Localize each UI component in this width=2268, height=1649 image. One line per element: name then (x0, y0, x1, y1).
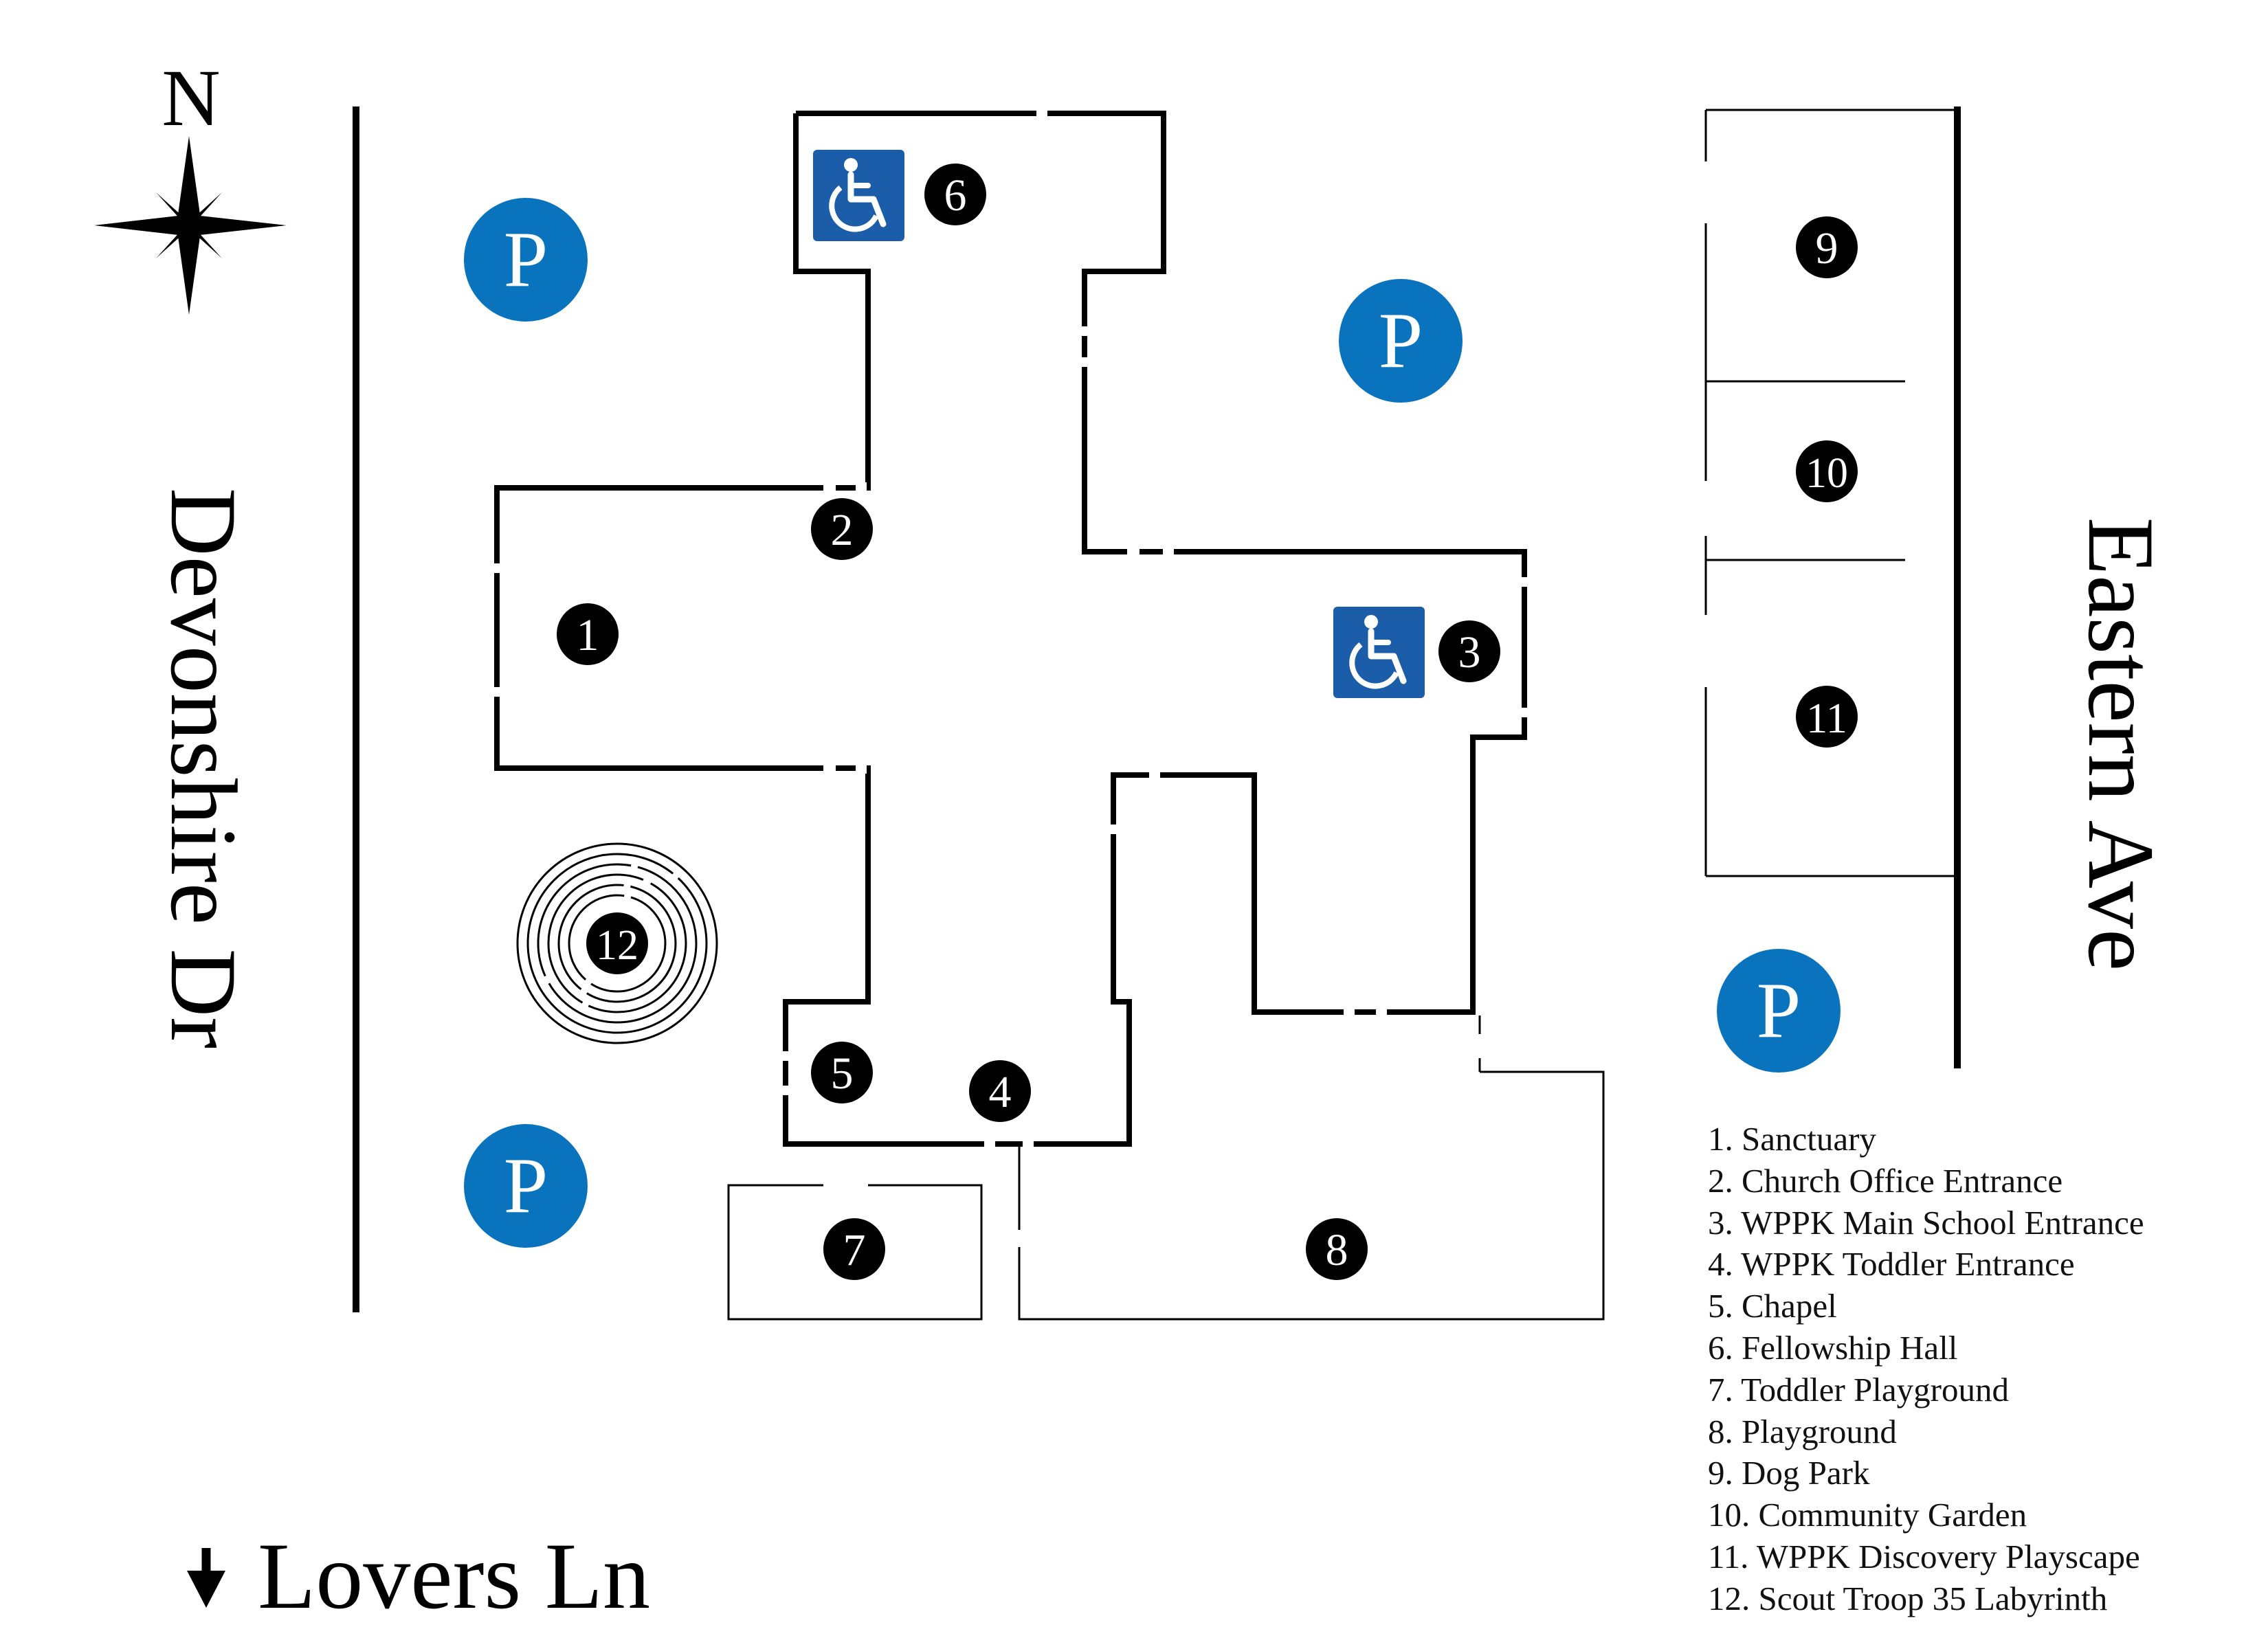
svg-text:7: 7 (843, 1225, 866, 1275)
parking-label: P (1379, 297, 1423, 385)
legend-item: 6. Fellowship Hall (1708, 1328, 1958, 1367)
marker-8: 8 (1306, 1218, 1368, 1280)
compass-star-icon (94, 136, 287, 315)
legend-item: 5. Chapel (1708, 1287, 1837, 1325)
svg-text:6: 6 (944, 170, 967, 221)
marker-7: 7 (823, 1218, 885, 1280)
playground-outline (1018, 1016, 1605, 1321)
legend-item: 11. WPPK Discovery Playscape (1708, 1537, 2140, 1575)
marker-9: 9 (1796, 216, 1858, 278)
labyrinth-icon (516, 842, 718, 1044)
legend-item: 4. WPPK Toddler Entrance (1708, 1245, 2075, 1283)
east-lot-outlines (1704, 109, 1957, 877)
marker-4: 4 (969, 1060, 1031, 1122)
marker-3: 3 (1438, 620, 1500, 682)
svg-text:4: 4 (989, 1067, 1012, 1117)
street-label-eastern: Eastern Ave (2069, 517, 2174, 971)
marker-6: 6 (924, 164, 986, 225)
parking-label: P (1757, 967, 1801, 1055)
parking-marker-nw: P (464, 198, 588, 322)
north-label: N (162, 53, 220, 143)
parking-label: P (504, 1142, 548, 1230)
marker-1: 1 (557, 603, 619, 665)
building-outline (494, 111, 1527, 1147)
parking-marker-center: P (1339, 279, 1463, 403)
legend-item: 7. Toddler Playground (1708, 1370, 2009, 1409)
legend-item: 1. Sanctuary (1708, 1120, 1876, 1158)
svg-text:9: 9 (1816, 223, 1838, 273)
wheelchair-icon (813, 150, 904, 241)
marker-11: 11 (1796, 686, 1858, 748)
legend-item: 12. Scout Troop 35 Labyrinth (1708, 1579, 2108, 1617)
street-label-devonshire: Devonshire Dr (151, 488, 256, 1048)
toddler-playground-outline (727, 1184, 983, 1321)
parking-label: P (504, 216, 548, 304)
marker-2: 2 (811, 498, 873, 560)
marker-5: 5 (811, 1042, 873, 1103)
street-label-lovers: Lovers Ln (258, 1523, 650, 1628)
legend-item: 10. Community Garden (1708, 1496, 2027, 1534)
svg-text:8: 8 (1326, 1225, 1348, 1275)
map-legend: 1. Sanctuary 2. Church Office Entrance 3… (1708, 1119, 2144, 1620)
compass-rose: N (94, 53, 287, 315)
marker-10: 10 (1796, 440, 1858, 502)
svg-text:1: 1 (577, 610, 599, 660)
legend-item: 8. Playground (1708, 1412, 1897, 1450)
svg-text:12: 12 (596, 922, 638, 969)
legend-item: 9. Dog Park (1708, 1454, 1870, 1492)
svg-text:3: 3 (1458, 627, 1481, 677)
legend-item: 3. WPPK Main School Entrance (1708, 1203, 2144, 1242)
marker-12: 12 (586, 912, 648, 974)
svg-text:5: 5 (831, 1048, 854, 1099)
svg-text:10: 10 (1805, 450, 1848, 497)
svg-text:11: 11 (1806, 695, 1847, 742)
parking-marker-sw: P (464, 1124, 588, 1248)
down-arrow-icon (187, 1548, 225, 1608)
parking-marker-east: P (1717, 949, 1841, 1073)
entrance-gaps (491, 108, 1530, 1149)
wheelchair-icon (1333, 607, 1425, 698)
svg-text:2: 2 (831, 505, 854, 555)
legend-item: 2. Church Office Entrance (1708, 1161, 2063, 1200)
